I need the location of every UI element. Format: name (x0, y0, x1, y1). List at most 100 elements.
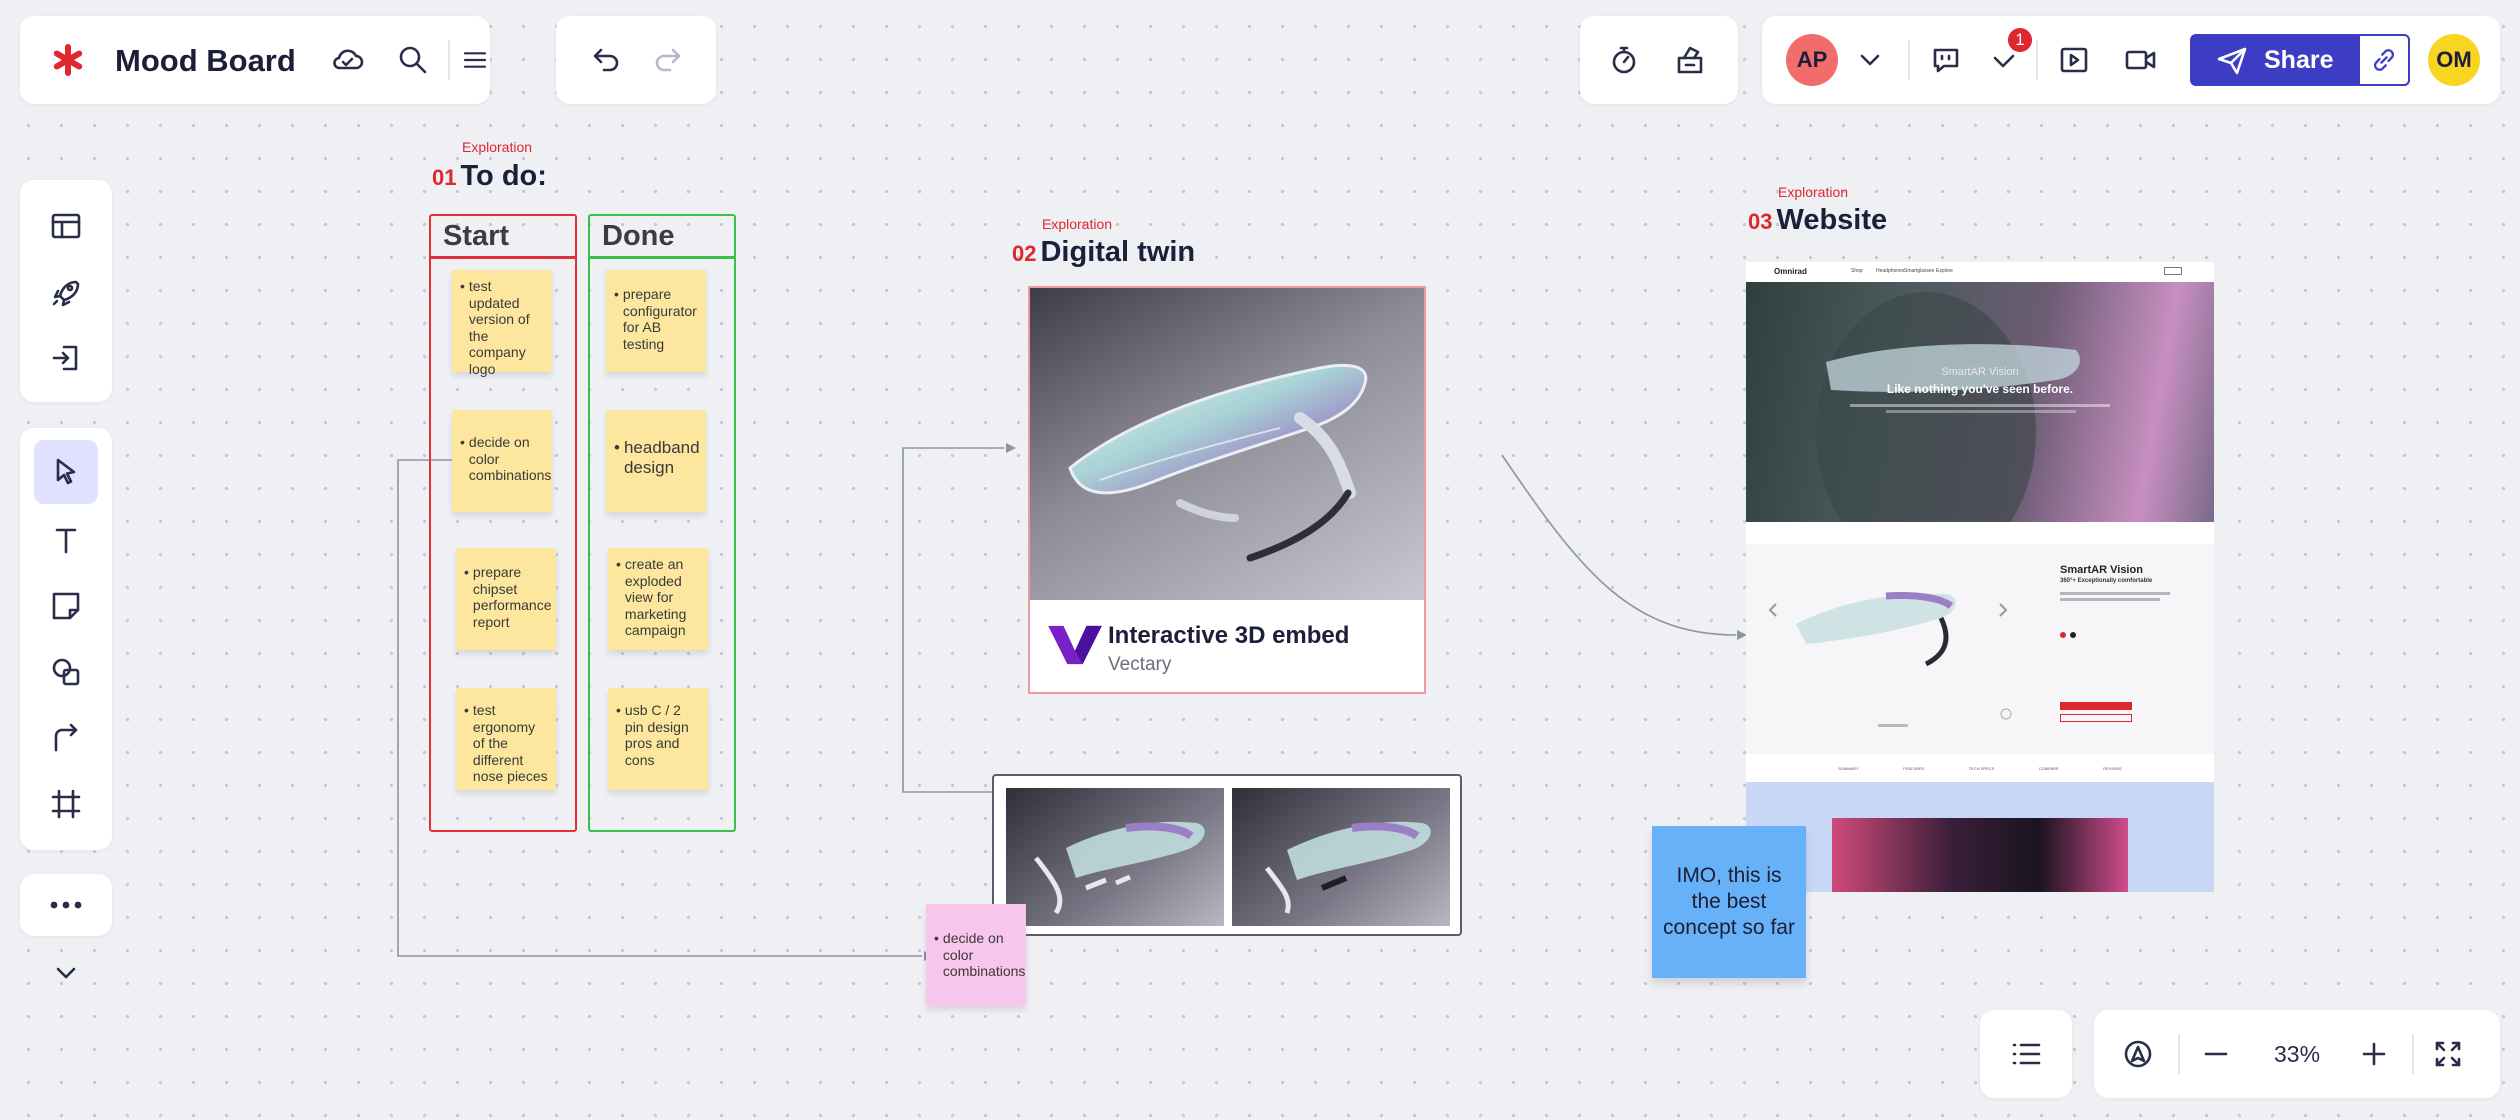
cloud-sync-icon[interactable] (320, 32, 376, 88)
text-tool-icon[interactable] (38, 512, 94, 568)
more-tools-button[interactable] (20, 874, 112, 936)
presentation-icon[interactable] (2046, 32, 2102, 88)
timer-panel (1580, 16, 1738, 104)
video-call-icon[interactable] (2112, 32, 2168, 88)
website-bottom-banner (1746, 782, 2214, 892)
smartglasses-render (1068, 363, 1368, 562)
select-tool-icon[interactable] (34, 440, 98, 504)
sticky-note[interactable]: decide on color combinations (452, 410, 552, 512)
done-column[interactable]: Done (588, 214, 736, 832)
shapes-tool-icon[interactable] (38, 644, 94, 700)
toolbar-divider (2036, 40, 2038, 80)
website-nav-item: Shop (1851, 268, 1863, 274)
website-nav-item: Explore (1936, 268, 1953, 274)
send-icon (2217, 47, 2247, 75)
sticky-note[interactable]: create an exploded view for marketing ca… (608, 548, 708, 650)
toolbar-divider (448, 40, 450, 80)
sticky-note[interactable]: usb C / 2 pin design pros and cons (608, 688, 708, 790)
redo-icon[interactable] (642, 32, 698, 88)
timer-icon[interactable] (1596, 32, 1652, 88)
column-title: Done (602, 220, 675, 252)
collapse-toolbar-chevron-icon[interactable] (38, 945, 94, 1001)
color-swatch (2060, 632, 2066, 638)
frame-tag-todo: Exploration (462, 139, 533, 155)
fullscreen-icon[interactable] (2420, 1026, 2476, 1082)
list-icon[interactable] (1998, 1026, 2054, 1082)
main-menu-icon[interactable] (460, 32, 490, 88)
hero-kicker: SmartAR Vision (1941, 366, 2019, 378)
alt-view-image[interactable] (1232, 788, 1450, 926)
website-mockup[interactable]: Omnirad Shop Headphones Smartglasses Exp… (1746, 262, 2214, 892)
embed-title: Interactive 3D embed (1108, 622, 1350, 649)
frame-title-text: Digital twin (1040, 236, 1196, 268)
templates-icon[interactable] (38, 198, 94, 254)
link-icon (2373, 49, 2395, 71)
3d-embed-card[interactable]: Interactive 3D embed Vectary (1028, 286, 1426, 694)
sticky-text: IMO, this is the best concept so far (1663, 864, 1795, 939)
3d-viewer[interactable] (1030, 288, 1424, 600)
exploded-glasses-render (1034, 821, 1205, 915)
sticky-text: test ergonomy of the different nose piec… (472, 702, 548, 784)
app-logo-icon[interactable] (48, 40, 88, 80)
comments-icon[interactable] (1918, 32, 1974, 88)
frame-tag-twin: Exploration (1042, 216, 1113, 232)
embed-subtitle: Vectary (1108, 654, 1172, 675)
search-icon[interactable] (385, 32, 441, 88)
color-swatch (2070, 632, 2076, 638)
footer-link: COMPARE (2038, 765, 2059, 771)
zoom-in-icon[interactable] (2346, 1026, 2402, 1082)
zoom-out-icon[interactable] (2188, 1026, 2244, 1082)
copy-link-button[interactable] (2358, 34, 2410, 86)
rocket-icon[interactable] (38, 264, 94, 320)
toolbar-divider (1908, 40, 1910, 80)
frame-tag-website: Exploration (1778, 184, 1849, 200)
sticky-note[interactable]: headband design (606, 410, 706, 512)
sticky-note[interactable]: test ergonomy of the different nose piec… (456, 688, 556, 790)
sticky-text: prepare configurator for AB testing (622, 286, 697, 352)
share-button[interactable]: Share (2190, 34, 2410, 86)
sticky-text: test updated version of the company logo (468, 278, 530, 377)
user-avatar-ap[interactable]: AP (1786, 34, 1838, 86)
notification-count: 1 (2015, 30, 2025, 49)
tasks-check-icon[interactable] (1976, 32, 2032, 88)
connector-images-to-twin (902, 447, 1004, 793)
notification-badge: 1 (2006, 26, 2034, 54)
product-name: SmartAR Vision (2060, 564, 2143, 576)
zoom-level[interactable]: 33% (2274, 1041, 2321, 1067)
website-nav: Omnirad Shop Headphones Smartglasses Exp… (1746, 262, 2214, 282)
sticky-note-pink[interactable]: decide on color combinations (926, 904, 1026, 1006)
column-divider (431, 256, 575, 259)
footer-link: TECH SPECS (1968, 765, 1995, 771)
hero-portrait (1816, 292, 2080, 522)
voting-icon[interactable] (1662, 32, 1718, 88)
image-group[interactable] (992, 774, 1462, 936)
column-title: Start (443, 220, 510, 252)
toolbar-divider (2178, 1034, 2180, 1074)
chevron-down-icon[interactable] (1842, 32, 1898, 88)
exploded-view-image[interactable] (1006, 788, 1224, 926)
start-column[interactable]: Start (429, 214, 577, 832)
own-avatar[interactable]: OM (2428, 34, 2480, 86)
hero-title: Like nothing you've seen before. (1886, 382, 2074, 396)
board-title[interactable]: Mood Board (115, 43, 296, 78)
navigation-icon[interactable] (2110, 1026, 2166, 1082)
sticky-note-tool-icon[interactable] (38, 578, 94, 634)
history-panel (556, 16, 716, 104)
sticky-note[interactable]: prepare chipset performance report (456, 548, 556, 650)
top-tools-panel (20, 180, 112, 402)
hero-body-line (1886, 410, 2076, 413)
import-icon[interactable] (38, 330, 94, 386)
frame-tool-icon[interactable] (38, 776, 94, 832)
sticky-note-blue[interactable]: IMO, this is the best concept so far (1652, 826, 1806, 978)
sticky-note[interactable]: prepare configurator for AB testing (606, 270, 706, 372)
undo-icon[interactable] (576, 32, 632, 88)
share-label: Share (2264, 45, 2334, 74)
buy-button (2060, 702, 2132, 710)
connector-tool-icon[interactable] (38, 710, 94, 766)
website-nav-item: Smartglasses (1904, 268, 1935, 274)
sticky-note[interactable]: test updated version of the company logo (452, 270, 552, 377)
sticky-text: usb C / 2 pin design pros and cons (624, 702, 689, 768)
